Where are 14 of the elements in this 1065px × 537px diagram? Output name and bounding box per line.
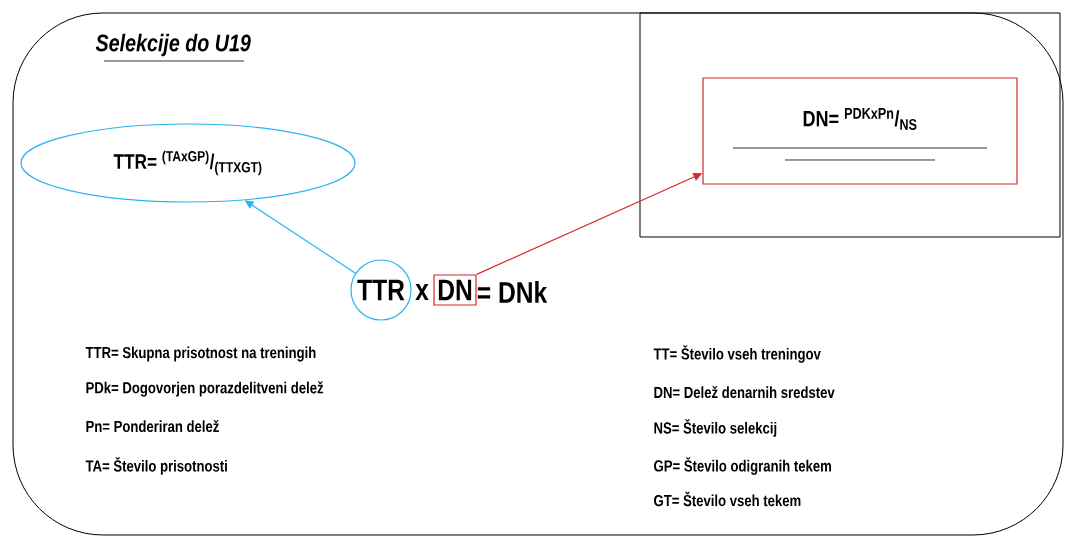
- definition-text: PDk= Dogovorjen porazdelitveni delež: [86, 381, 324, 397]
- definition-text: TA= Število prisotnosti: [85, 457, 227, 475]
- definition-text: NS= Število selekcij: [654, 419, 777, 437]
- definition-text: DN= Delež denarnih sredstev: [654, 385, 835, 399]
- definition-text: Pn= Ponderiran delež: [86, 419, 219, 433]
- definition-text: GT= Število vseh tekem: [654, 491, 801, 507]
- definition-text: GP= Število odigranih tekem: [654, 457, 831, 475]
- definition-text: TT= Število vseh treningov: [653, 345, 821, 363]
- expression-text: = DNk: [477, 281, 548, 303]
- expression-text: x: [415, 284, 429, 300]
- panel-box: [639, 12, 1061, 238]
- definition-text: TTR= Skupna prisotnost na treningih: [85, 346, 316, 362]
- formula-box: DN= $^{PDKxPn}$/$_{NS}$: [702, 77, 1018, 185]
- term-box: DN: [433, 274, 477, 306]
